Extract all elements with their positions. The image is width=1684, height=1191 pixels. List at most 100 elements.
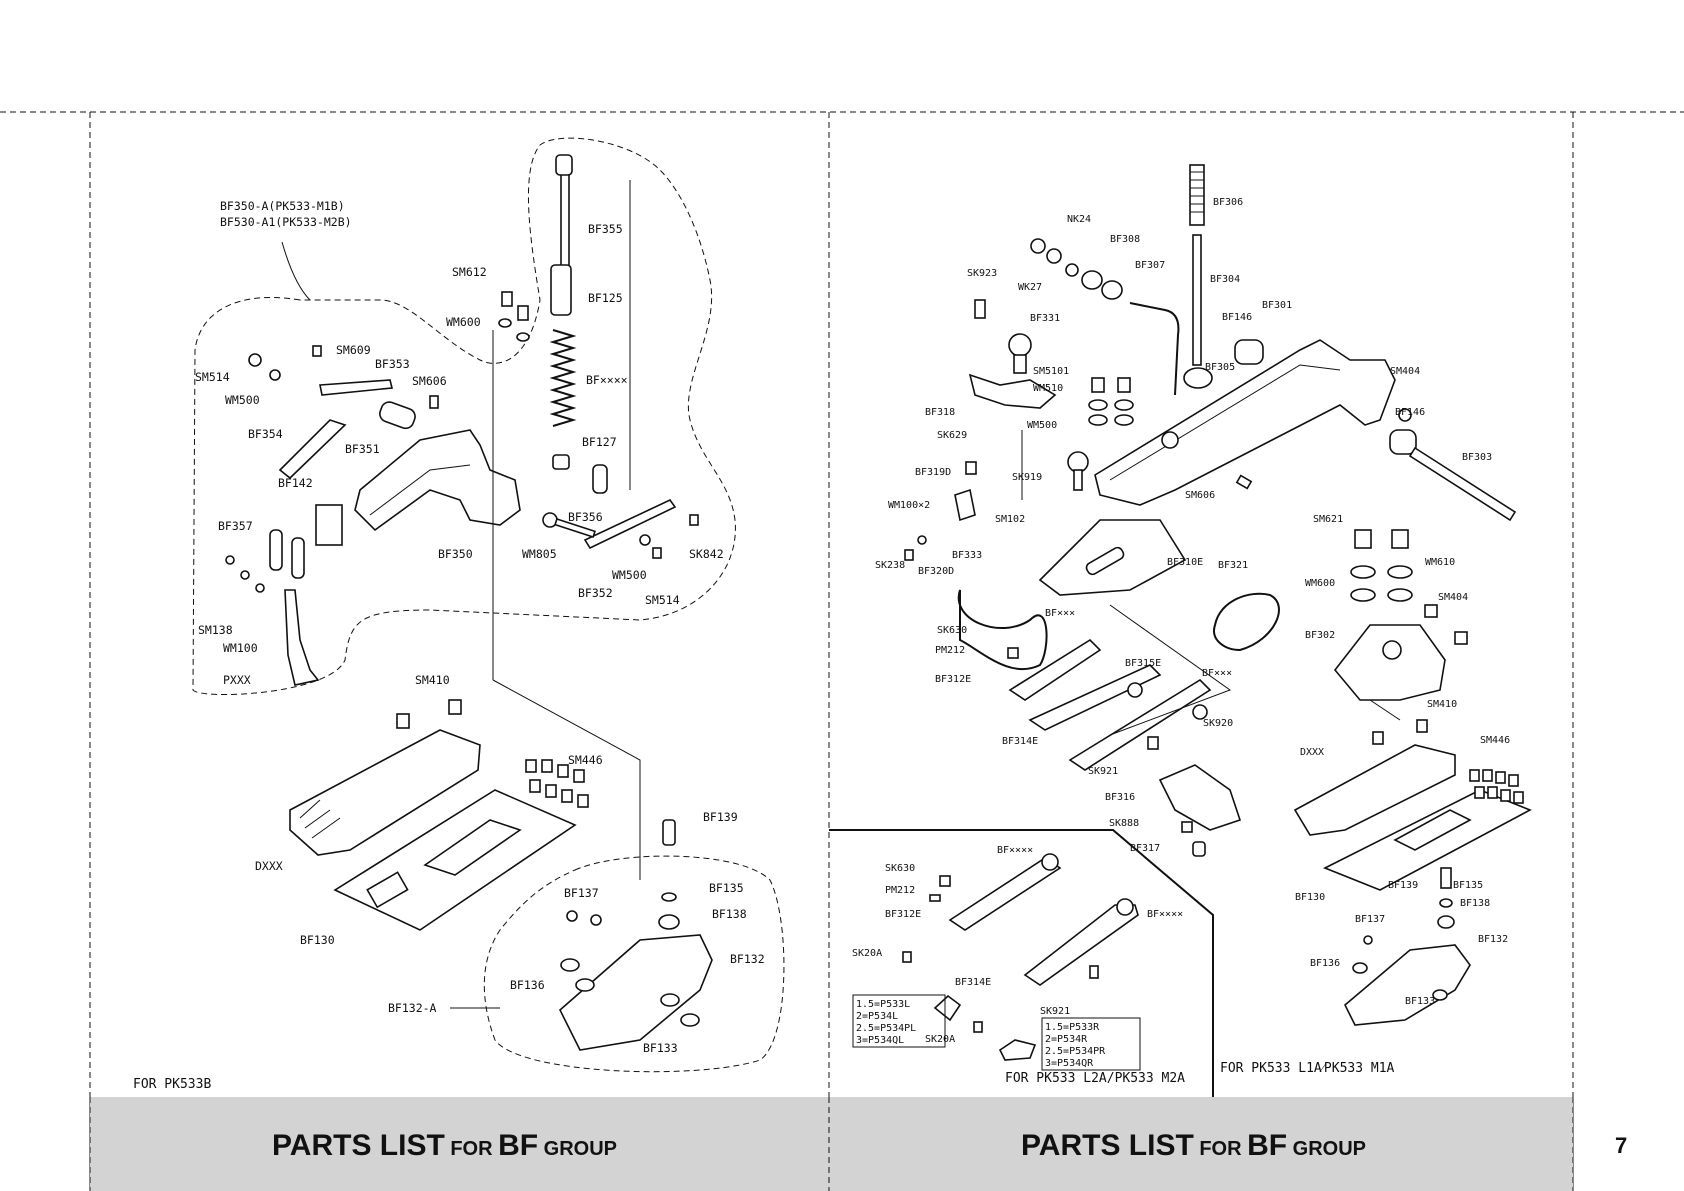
label-bf331: BF331 <box>1030 313 1060 324</box>
washer-wm600b <box>516 332 530 342</box>
plate-slot <box>1085 546 1125 576</box>
footer-title-left: PARTS LIST FOR BF GROUP <box>272 1129 617 1163</box>
screw-sm138a <box>225 555 235 565</box>
inset-box-right-4: 3=P534QR <box>1045 1058 1094 1069</box>
label-bf142: BF142 <box>278 476 313 490</box>
screw-sm410b <box>1416 719 1428 733</box>
footer-left-big2: BF <box>498 1129 539 1162</box>
washer-wm500b <box>1114 414 1134 426</box>
inset-box-right <box>1041 1017 1141 1071</box>
link-bf353 <box>319 379 394 396</box>
label-bf139: BF139 <box>703 810 738 824</box>
screw-sm404a <box>1398 408 1412 422</box>
bush-bf308b <box>1101 280 1123 300</box>
label-wk27: WK27 <box>1018 282 1042 293</box>
label-bf307: BF307 <box>1135 260 1165 271</box>
inset-screw-sk20a <box>902 951 912 963</box>
part-bf137b <box>590 914 602 926</box>
screw-sk921 <box>1147 736 1159 750</box>
stud-bf315e <box>1127 682 1143 698</box>
screw-sm621b <box>1391 529 1409 549</box>
ring-bf133-right <box>1432 989 1448 1001</box>
footer-left-small2: GROUP <box>538 1138 618 1160</box>
label-sm5101: SM5101 <box>1033 366 1069 377</box>
label-bf130: BF130 <box>300 933 335 947</box>
label-wm805: WM805 <box>522 547 557 561</box>
inset-screw-sk921 <box>1089 965 1099 979</box>
label-bf135: BF135 <box>1453 880 1483 891</box>
label-bf350: BF350 <box>438 547 473 561</box>
label-wm510: WM510 <box>1033 383 1063 394</box>
label-bf133: BF133 <box>1405 996 1435 1007</box>
inset-lever-2 <box>1023 904 1139 986</box>
label-bf302: BF302 <box>1305 630 1335 641</box>
label-wm100: WM100 <box>223 641 258 655</box>
label-nk24: NK24 <box>1067 214 1091 225</box>
foot-pxxx <box>284 589 320 686</box>
label-bf304: BF304 <box>1210 274 1240 285</box>
bush-bf146b <box>1389 429 1417 455</box>
screw-sm138b <box>240 570 250 580</box>
screw-sm5101b <box>1117 377 1131 393</box>
inset-lever-1-eye <box>1041 853 1059 871</box>
label-pxxx: PXXX <box>223 673 251 687</box>
inset-box-left-2: 2=P534L <box>856 1011 898 1022</box>
label-wm500a: WM500 <box>225 393 260 407</box>
label-sk842: SK842 <box>689 547 724 561</box>
label-bf136: BF136 <box>1310 958 1340 969</box>
label-bfxxx2: BF××× <box>1202 668 1232 679</box>
washer-wm500a <box>1088 414 1108 426</box>
nut-bf138 <box>658 914 680 930</box>
callout-leader <box>281 241 311 301</box>
spring <box>549 329 577 427</box>
shaft-bf303 <box>1408 446 1517 522</box>
bracket-bf132-right <box>1344 944 1471 1026</box>
washer-wk27 <box>1065 263 1079 277</box>
page-number: 7 <box>1615 1133 1628 1158</box>
label-bf133: BF133 <box>643 1041 678 1055</box>
screw-sm606 <box>1235 474 1253 490</box>
label-sk630: SK630 <box>937 625 967 636</box>
bracket-edge <box>369 464 471 516</box>
footer-title-right: PARTS LIST FOR BF GROUP <box>1021 1129 1366 1163</box>
ring-bf136b <box>575 978 595 992</box>
inset-box-right-3: 2.5=P534PR <box>1045 1046 1106 1057</box>
inset-label-sk630: SK630 <box>885 863 915 874</box>
inset-box-right-1: 1.5=P533R <box>1045 1022 1100 1033</box>
label-sm609: SM609 <box>336 343 371 357</box>
footer-band-right <box>829 1097 1573 1191</box>
inset-box-left-3: 2.5=P534PL <box>856 1023 916 1034</box>
collar-bf127 <box>552 454 570 470</box>
inset-box-left-1: 1.5=P533L <box>856 999 910 1010</box>
spring-bf321 <box>1213 592 1280 652</box>
guide-r2 <box>1109 604 1232 736</box>
inset-label-sk20a1: SK20A <box>852 948 882 959</box>
screws-sm446 <box>525 759 589 808</box>
lever-bf352 <box>583 498 677 550</box>
label-bf146a: BF146 <box>1222 312 1252 323</box>
washer-wm510b <box>1114 399 1134 411</box>
label-sm446: SM446 <box>568 753 603 767</box>
ring-bf136-right <box>1352 962 1368 974</box>
stud-bf317 <box>1192 841 1206 857</box>
screws-sm446-right <box>1469 769 1524 804</box>
washer-wm610b <box>1387 565 1413 579</box>
inset-box-left <box>852 994 946 1048</box>
bush-bf308a <box>1081 270 1103 290</box>
screw-sm612b <box>517 305 529 321</box>
screw-sm514 <box>248 353 262 367</box>
pin-bf351 <box>379 401 416 430</box>
footer-right-big1: PARTS LIST <box>1021 1129 1194 1162</box>
plate-bf142 <box>315 504 343 546</box>
pin-bf139 <box>662 819 676 846</box>
pedal-dxxx <box>289 729 481 856</box>
screw-sk888 <box>1181 821 1193 833</box>
inset-lever-1 <box>948 857 1062 931</box>
washer-bf135-right <box>1439 898 1453 908</box>
label-dxxx: DXXX <box>255 859 283 873</box>
block-bf302 <box>1333 624 1446 701</box>
washer-wm100 <box>255 583 265 593</box>
label-bf316: BF316 <box>1105 792 1135 803</box>
bush-bf146a <box>1234 339 1264 365</box>
label-sk923: SK923 <box>967 268 997 279</box>
